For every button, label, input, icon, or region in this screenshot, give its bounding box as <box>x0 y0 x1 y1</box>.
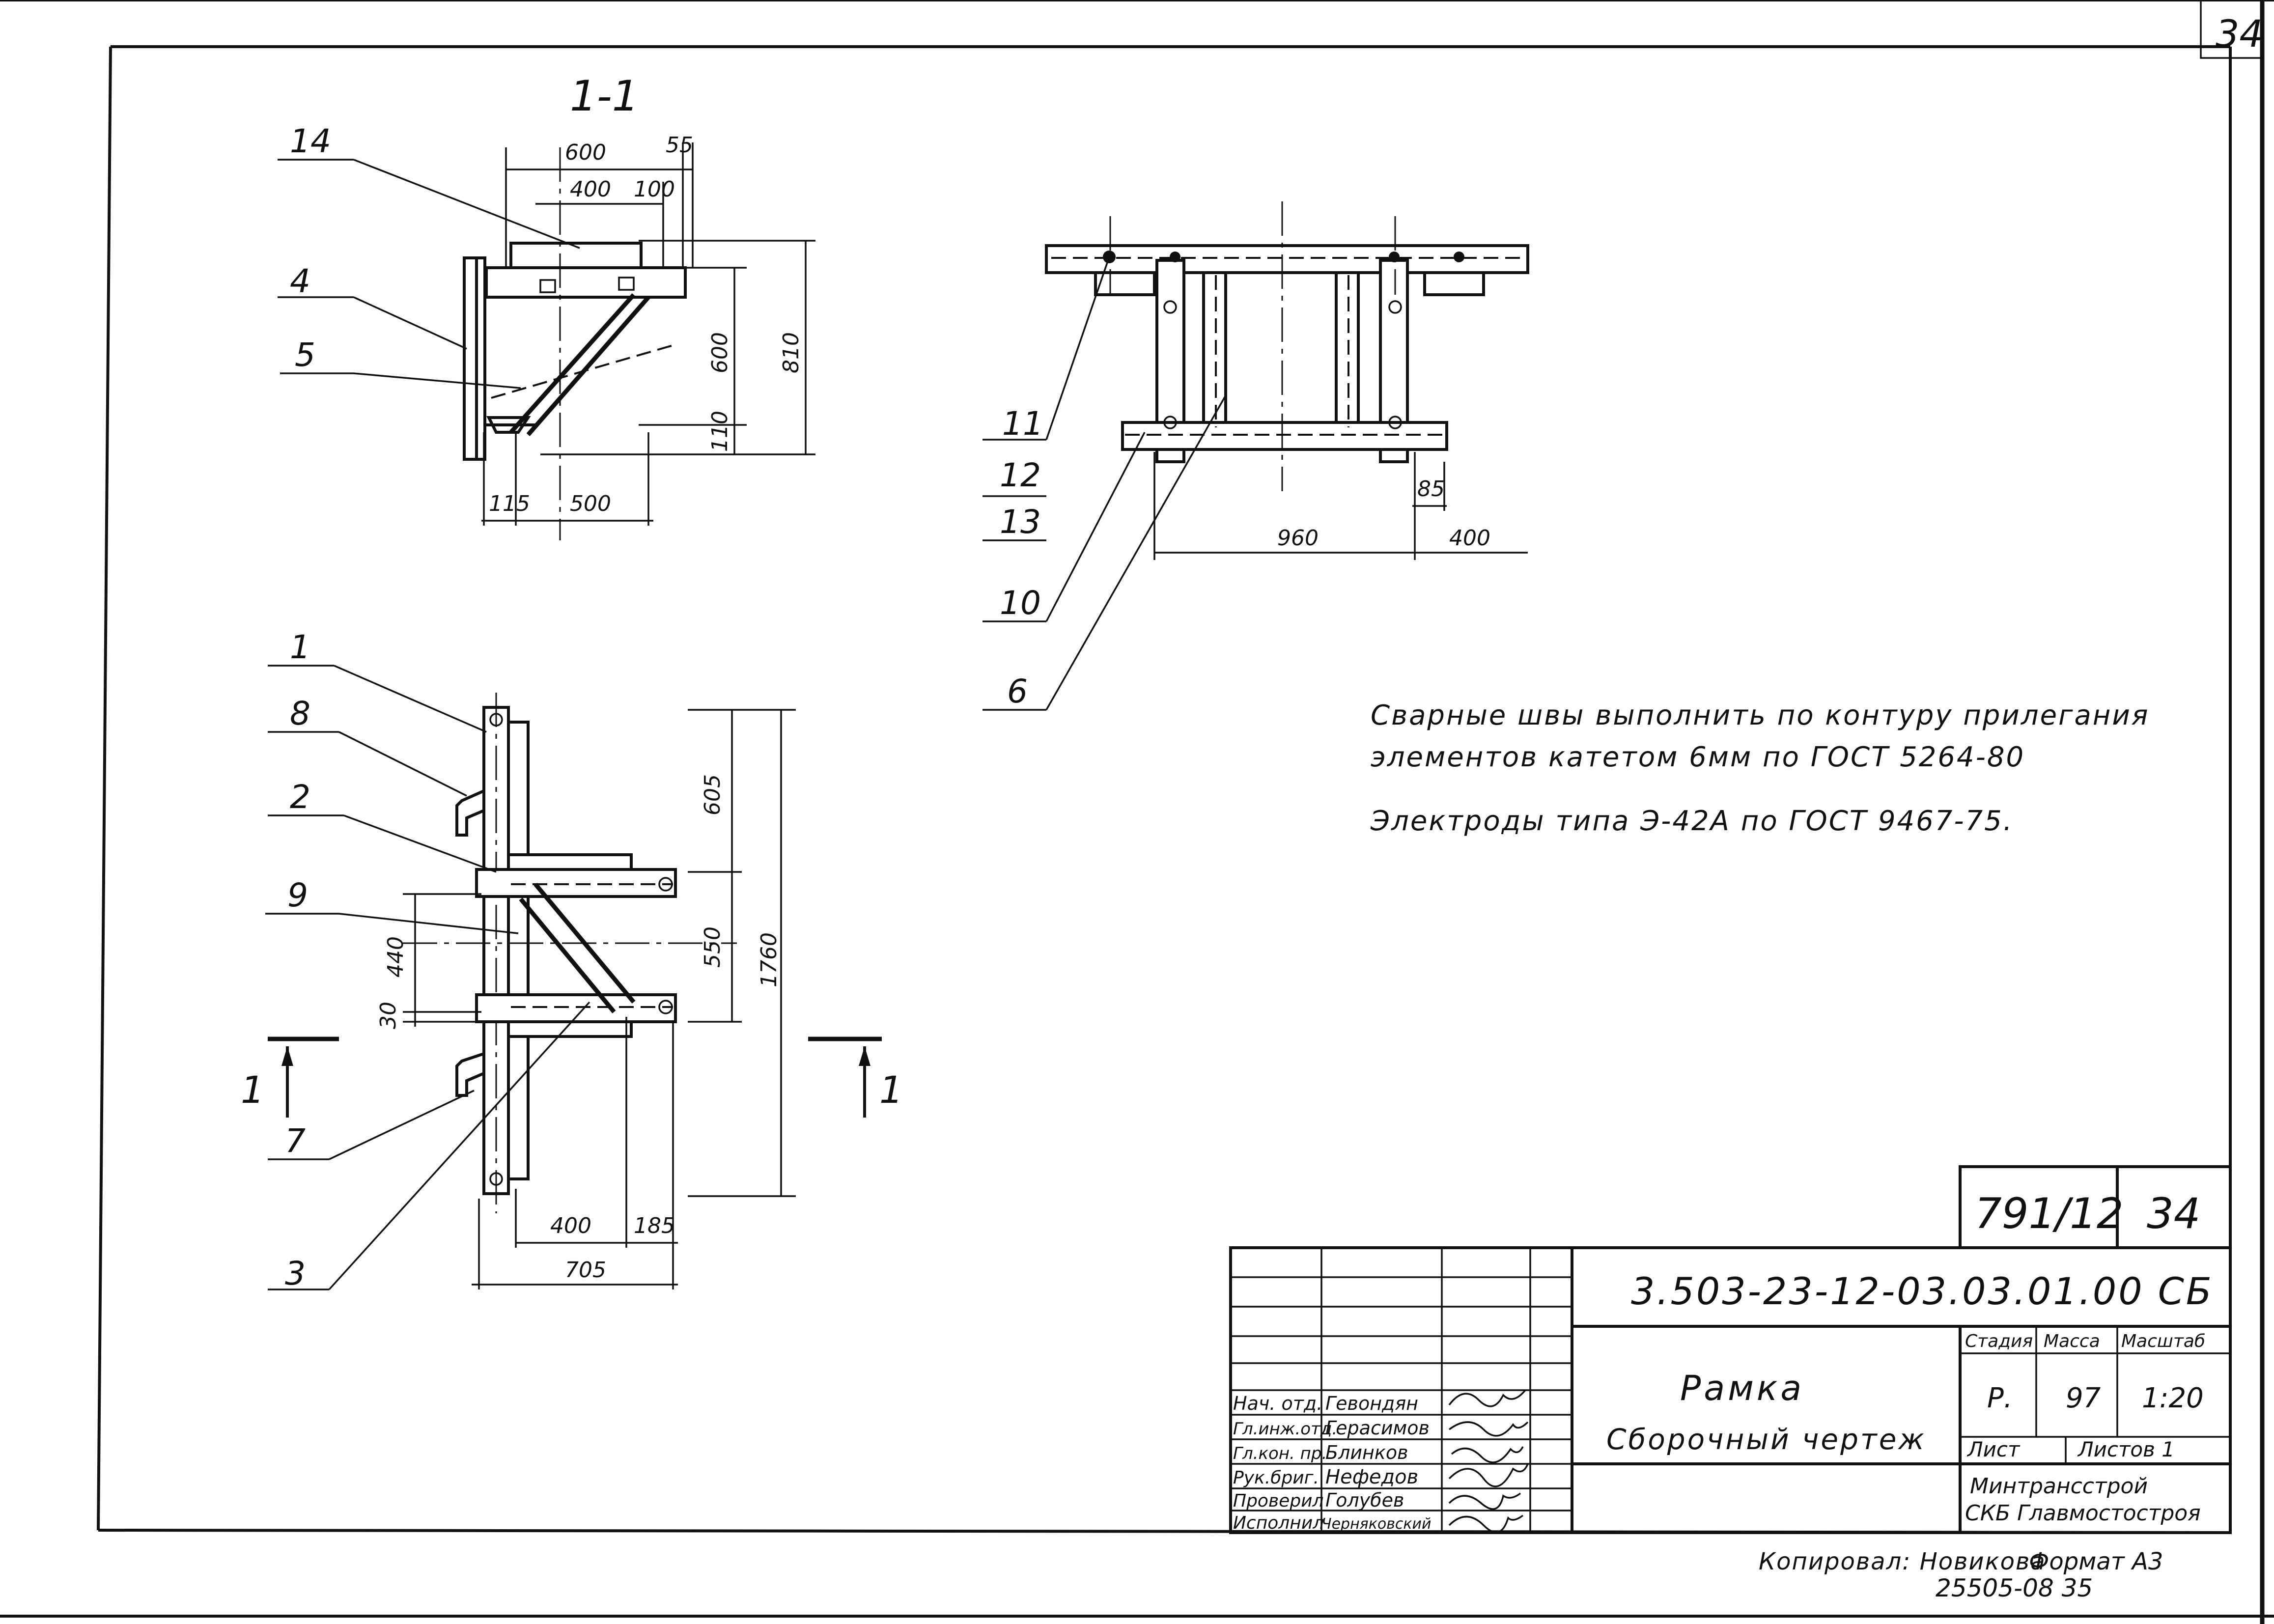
sheet-label: Лист <box>1966 1437 2021 1461</box>
sheet-ref-page: 34 <box>2147 1189 2200 1238</box>
section-cut-markers <box>268 1036 882 1118</box>
role-label-3: Гл.кон. пр. <box>1233 1444 1327 1463</box>
leader-lines <box>265 159 1227 1290</box>
role-label-6: Исполнил <box>1233 1513 1324 1533</box>
dim-front-550: 550 <box>700 926 725 968</box>
dim-front-605: 605 <box>700 774 725 815</box>
organization-line-2: СКБ Главмостостроя <box>1965 1501 2201 1526</box>
sheets-label: Листов 1 <box>2077 1437 2175 1461</box>
dim-plan-85: 85 <box>1417 476 1445 502</box>
dim-front-30: 30 <box>376 1002 401 1029</box>
section-title: 1-1 <box>570 72 639 121</box>
leader-7: 7 <box>285 1122 306 1160</box>
role-label-5: Проверил <box>1233 1491 1324 1511</box>
scale-header: Масштаб <box>2121 1331 2205 1351</box>
copied-by: Копировал: Новикова <box>1759 1548 2046 1575</box>
leader-10: 10 <box>1000 584 1041 622</box>
dim-front-1760: 1760 <box>757 932 782 987</box>
plan-view <box>1045 201 1529 560</box>
sheet-ref: 791/12 <box>1975 1189 2124 1238</box>
leader-3: 3 <box>285 1255 306 1292</box>
role-label-4: Рук.бриг. <box>1233 1468 1319 1488</box>
dim-section-400: 400 <box>570 177 611 202</box>
dim-section-600: 600 <box>565 140 606 165</box>
document-code: 3.503-23-12-03.03.01.00 СБ <box>1631 1269 2214 1313</box>
drawing-name: Рамка <box>1680 1368 1804 1408</box>
dim-section-600v: 600 <box>707 332 732 373</box>
dim-section-55: 55 <box>666 133 693 158</box>
role-name-6: Черняковский <box>1321 1515 1432 1533</box>
leader-8: 8 <box>290 695 310 732</box>
section-marker-left: 1 <box>241 1068 264 1112</box>
section-marker-right: 1 <box>879 1068 903 1112</box>
organization-line-1: Минтрансстрой <box>1970 1474 2148 1499</box>
role-name-5: Голубев <box>1325 1489 1404 1511</box>
title-block <box>1229 1165 2232 1534</box>
leader-2: 2 <box>290 778 310 816</box>
role-name-3: Блинков <box>1325 1442 1408 1463</box>
role-name-2: Герасимов <box>1325 1417 1430 1439</box>
drawing-subtitle: Сборочный чертеж <box>1606 1423 1926 1456</box>
corner-number: 34 <box>2216 12 2263 56</box>
scale-value: 1:20 <box>2142 1382 2204 1414</box>
sheet-format: Формат А3 <box>2029 1548 2163 1575</box>
dim-front-440: 440 <box>383 936 408 978</box>
stage-value: Р. <box>1987 1382 2013 1414</box>
corner-number-box <box>2200 0 2263 59</box>
leader-6: 6 <box>1007 672 1028 710</box>
dim-plan-400: 400 <box>1449 526 1490 551</box>
note-line-1: Сварные швы выполнить по контуру прилега… <box>1371 700 2150 731</box>
dim-section-500: 500 <box>570 491 611 516</box>
leader-11: 11 <box>1002 405 1043 443</box>
note-line-2: элементов катетом 6мм по ГОСТ 5264-80 <box>1371 741 2025 773</box>
dim-section-810: 810 <box>779 332 804 373</box>
leader-5: 5 <box>295 336 315 374</box>
role-label-1: Нач. отд. <box>1233 1393 1322 1414</box>
leader-1: 1 <box>290 628 310 666</box>
leader-14: 14 <box>290 122 331 160</box>
role-label-2: Гл.инж.отд. <box>1233 1419 1337 1439</box>
leader-12: 12 <box>1000 456 1041 494</box>
note-line-3: Электроды типа Э-42А по ГОСТ 9467-75. <box>1370 805 2014 837</box>
front-view <box>403 693 796 1289</box>
leader-9: 9 <box>287 876 308 914</box>
dim-front-185: 185 <box>634 1213 675 1238</box>
stage-header: Стадия <box>1965 1331 2033 1351</box>
dim-front-400: 400 <box>550 1213 591 1238</box>
mass-header: Масса <box>2044 1331 2100 1351</box>
dim-section-115: 115 <box>489 491 530 516</box>
role-name-4: Нефедов <box>1325 1466 1418 1488</box>
section-1-1-view: 1-1 <box>463 72 815 540</box>
leader-13: 13 <box>1000 503 1041 541</box>
dim-front-705: 705 <box>565 1258 606 1283</box>
signatures <box>1448 1389 1529 1534</box>
mass-value: 97 <box>2066 1382 2101 1414</box>
dim-plan-960: 960 <box>1277 526 1319 551</box>
role-name-1: Гевондян <box>1325 1393 1418 1414</box>
dim-section-100: 100 <box>634 177 675 202</box>
dim-section-110: 110 <box>707 411 732 452</box>
leader-4: 4 <box>290 262 310 300</box>
archive-number: 25505-08 35 <box>1936 1574 2093 1602</box>
